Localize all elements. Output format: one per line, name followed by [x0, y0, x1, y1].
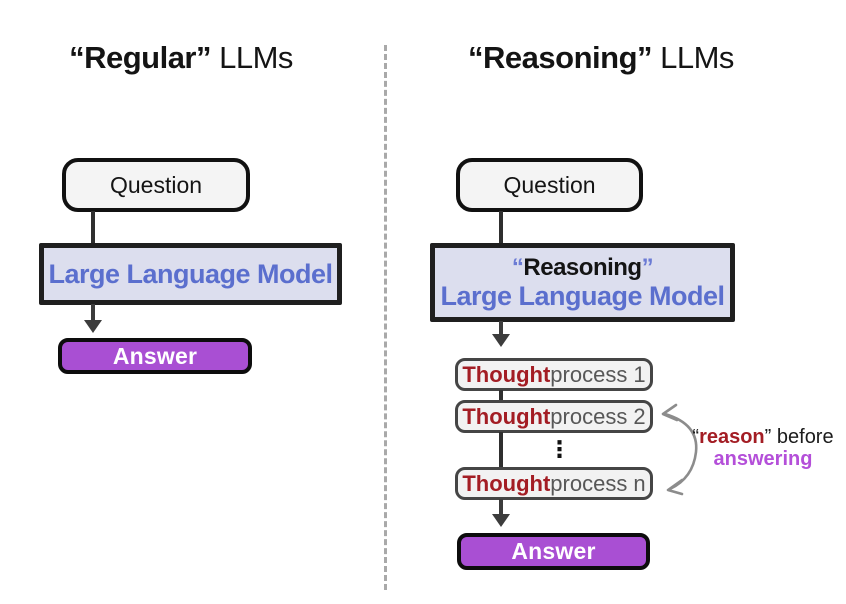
right-question-to-model-connector	[499, 211, 503, 244]
note-line-1: “reason” before	[683, 426, 843, 448]
right-model-line1: “Reasoning”	[511, 253, 654, 281]
note-close-quote: ”	[764, 426, 772, 448]
left-model-label: Large Language Model	[48, 258, 333, 289]
right-title-rest: LLMs	[652, 40, 734, 75]
left-question-to-model-connector	[91, 211, 95, 244]
right-model-line2: Large Language Model	[440, 280, 725, 311]
right-model-reasoning-word: Reasoning	[523, 253, 642, 281]
right-answer-box: Answer	[457, 533, 650, 570]
right-down-arrowhead-1-icon	[492, 334, 510, 347]
right-question-box: Question	[456, 158, 643, 212]
note-line-2: answering	[713, 448, 813, 470]
thought-n-rest: process n	[550, 470, 646, 496]
note-reason-word: reason	[699, 426, 765, 448]
ellipsis-icon: ⋮	[548, 436, 571, 462]
note-before-word: before	[771, 426, 834, 448]
left-model-to-answer-arrow-shaft	[91, 304, 95, 321]
thought-n-bold: Thought	[462, 470, 551, 496]
right-model-open-quote: “	[511, 253, 524, 281]
thought2-to-thoughtn-connector	[499, 432, 503, 468]
thought1-to-thought2-connector	[499, 390, 503, 401]
left-title-rest: LLMs	[211, 40, 293, 75]
thought-2-bold: Thought	[462, 403, 551, 429]
left-title-quoted-word: “Regular”	[69, 40, 211, 75]
left-question-box: Question	[62, 158, 250, 212]
reason-before-answering-note: “reason” before answering	[683, 426, 843, 470]
note-open-quote: “	[692, 426, 700, 448]
right-model-to-thoughts-arrow-shaft	[499, 321, 503, 335]
right-question-label: Question	[503, 171, 596, 198]
right-answer-label: Answer	[511, 538, 596, 564]
left-answer-label: Answer	[112, 342, 198, 369]
left-column-title: “Regular” LLMs	[31, 40, 331, 76]
thought-2-rest: process 2	[550, 403, 646, 429]
thoughtn-to-answer-arrow-shaft	[499, 499, 503, 515]
right-down-arrowhead-2-icon	[492, 514, 510, 527]
right-column-title: “Reasoning” LLMs	[451, 40, 751, 76]
left-model-box: Large Language Model	[39, 243, 342, 305]
thought-1-rest: process 1	[550, 361, 646, 387]
right-model-box: “Reasoning” Large Language Model	[430, 243, 735, 322]
right-title-quoted-word: “Reasoning”	[468, 40, 653, 75]
left-answer-box: Answer	[58, 338, 252, 374]
thought-process-2-box: Thought process 2	[455, 400, 653, 433]
right-model-close-quote: ”	[641, 253, 654, 281]
left-down-arrowhead-icon	[84, 320, 102, 333]
thought-process-1-box: Thought process 1	[455, 358, 653, 391]
vertical-dashed-divider	[384, 45, 387, 590]
curved-span-arrow-icon	[661, 403, 698, 496]
thought-process-n-box: Thought process n	[455, 467, 653, 500]
thought-1-bold: Thought	[462, 361, 551, 387]
left-question-label: Question	[109, 171, 203, 198]
